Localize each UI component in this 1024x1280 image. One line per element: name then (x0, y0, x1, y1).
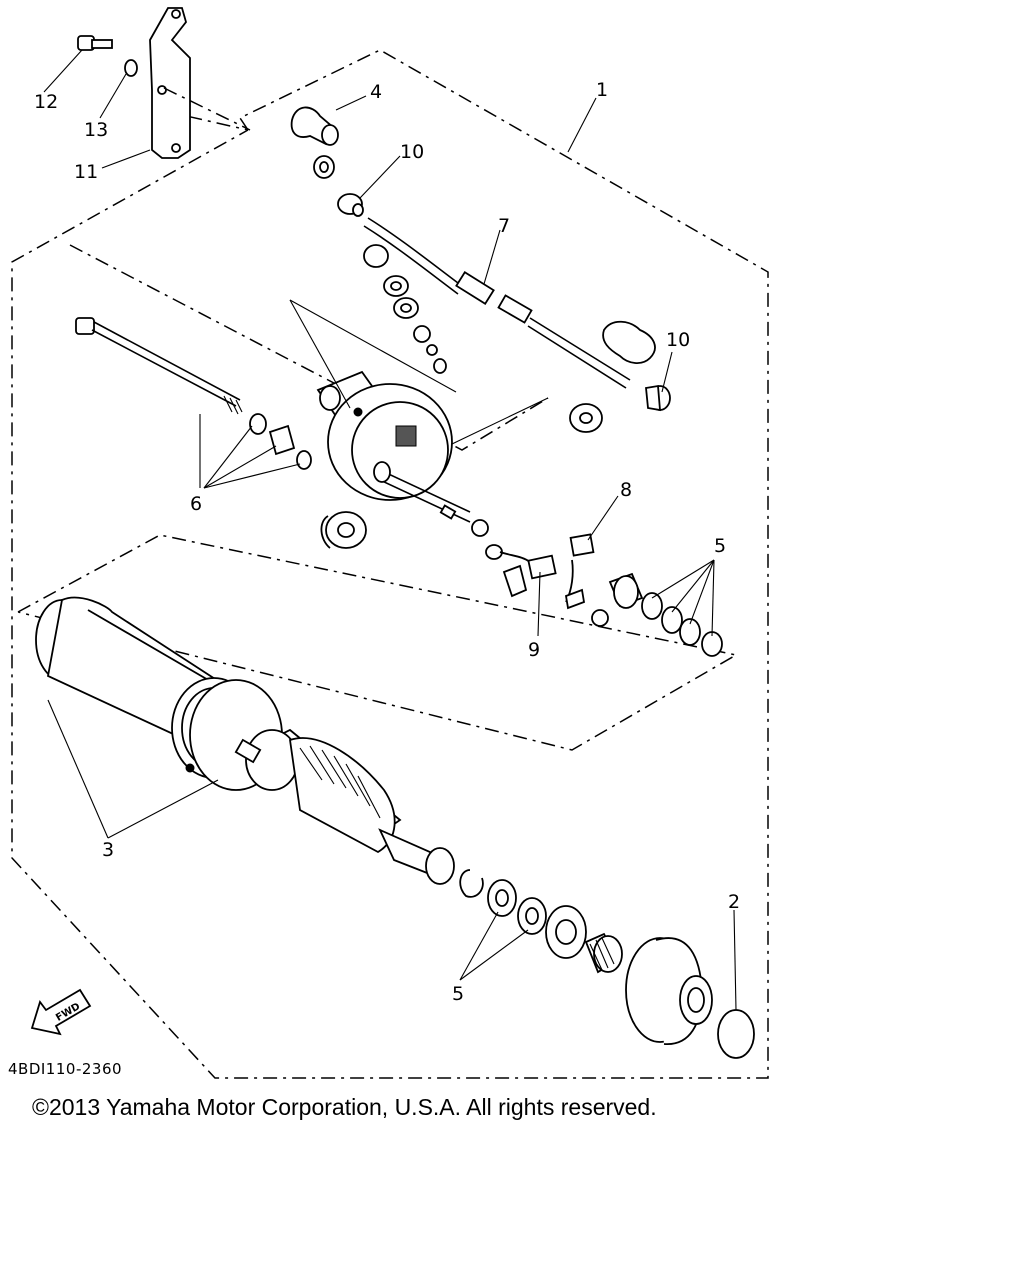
shims-5-lower (459, 869, 547, 935)
front-cover-assembly (545, 905, 755, 1059)
copyright-notice: ©2013 Yamaha Motor Corporation, U.S.A. A… (32, 1094, 657, 1120)
fwd-arrow-icon: FWD (30, 988, 92, 1036)
callout-2: 2 (728, 891, 740, 913)
callout-10-top: 10 (400, 141, 424, 163)
lead-wire-7 (363, 217, 671, 412)
callout-3: 3 (102, 839, 114, 861)
callout-9: 9 (528, 639, 540, 661)
callout-8: 8 (620, 479, 632, 501)
callout-1: 1 (596, 79, 608, 101)
armature (234, 728, 455, 885)
shims-5-upper (641, 592, 723, 657)
callout-labels: 1 2 3 4 5 5 6 7 8 9 10 10 11 12 13 (34, 79, 740, 1005)
terminal-boot (602, 320, 656, 364)
rear-cover (316, 370, 471, 523)
cover-bearing (451, 397, 603, 445)
washers-6 (249, 413, 312, 470)
drawing-code: 4BDI110-2360 (8, 1060, 122, 1078)
terminal-cap-4 (290, 106, 364, 217)
lower-seal (320, 511, 367, 549)
callout-13: 13 (84, 119, 108, 141)
callout-7: 7 (498, 215, 510, 237)
through-bolt (75, 317, 243, 415)
assembly-boundary (11, 49, 769, 1079)
callout-12: 12 (34, 91, 58, 113)
callout-10-right: 10 (666, 329, 690, 351)
middle-small-parts (439, 504, 531, 563)
callout-5-upper: 5 (714, 535, 726, 557)
brush-set (502, 533, 644, 627)
callout-4: 4 (370, 81, 382, 103)
bracket-assembly (77, 7, 251, 159)
callout-11: 11 (74, 161, 98, 183)
terminal-washer-stack (363, 244, 447, 374)
callout-6: 6 (190, 493, 202, 515)
bolt-12 (77, 35, 113, 51)
washer-13 (124, 59, 138, 77)
callout-5-lower: 5 (452, 983, 464, 1005)
leader-lines (43, 49, 737, 1011)
yoke-3 (35, 596, 283, 791)
starter-motor-exploded-diagram: 1 2 3 4 5 5 6 7 8 9 10 10 11 12 13 FWD 4… (8, 7, 769, 1079)
